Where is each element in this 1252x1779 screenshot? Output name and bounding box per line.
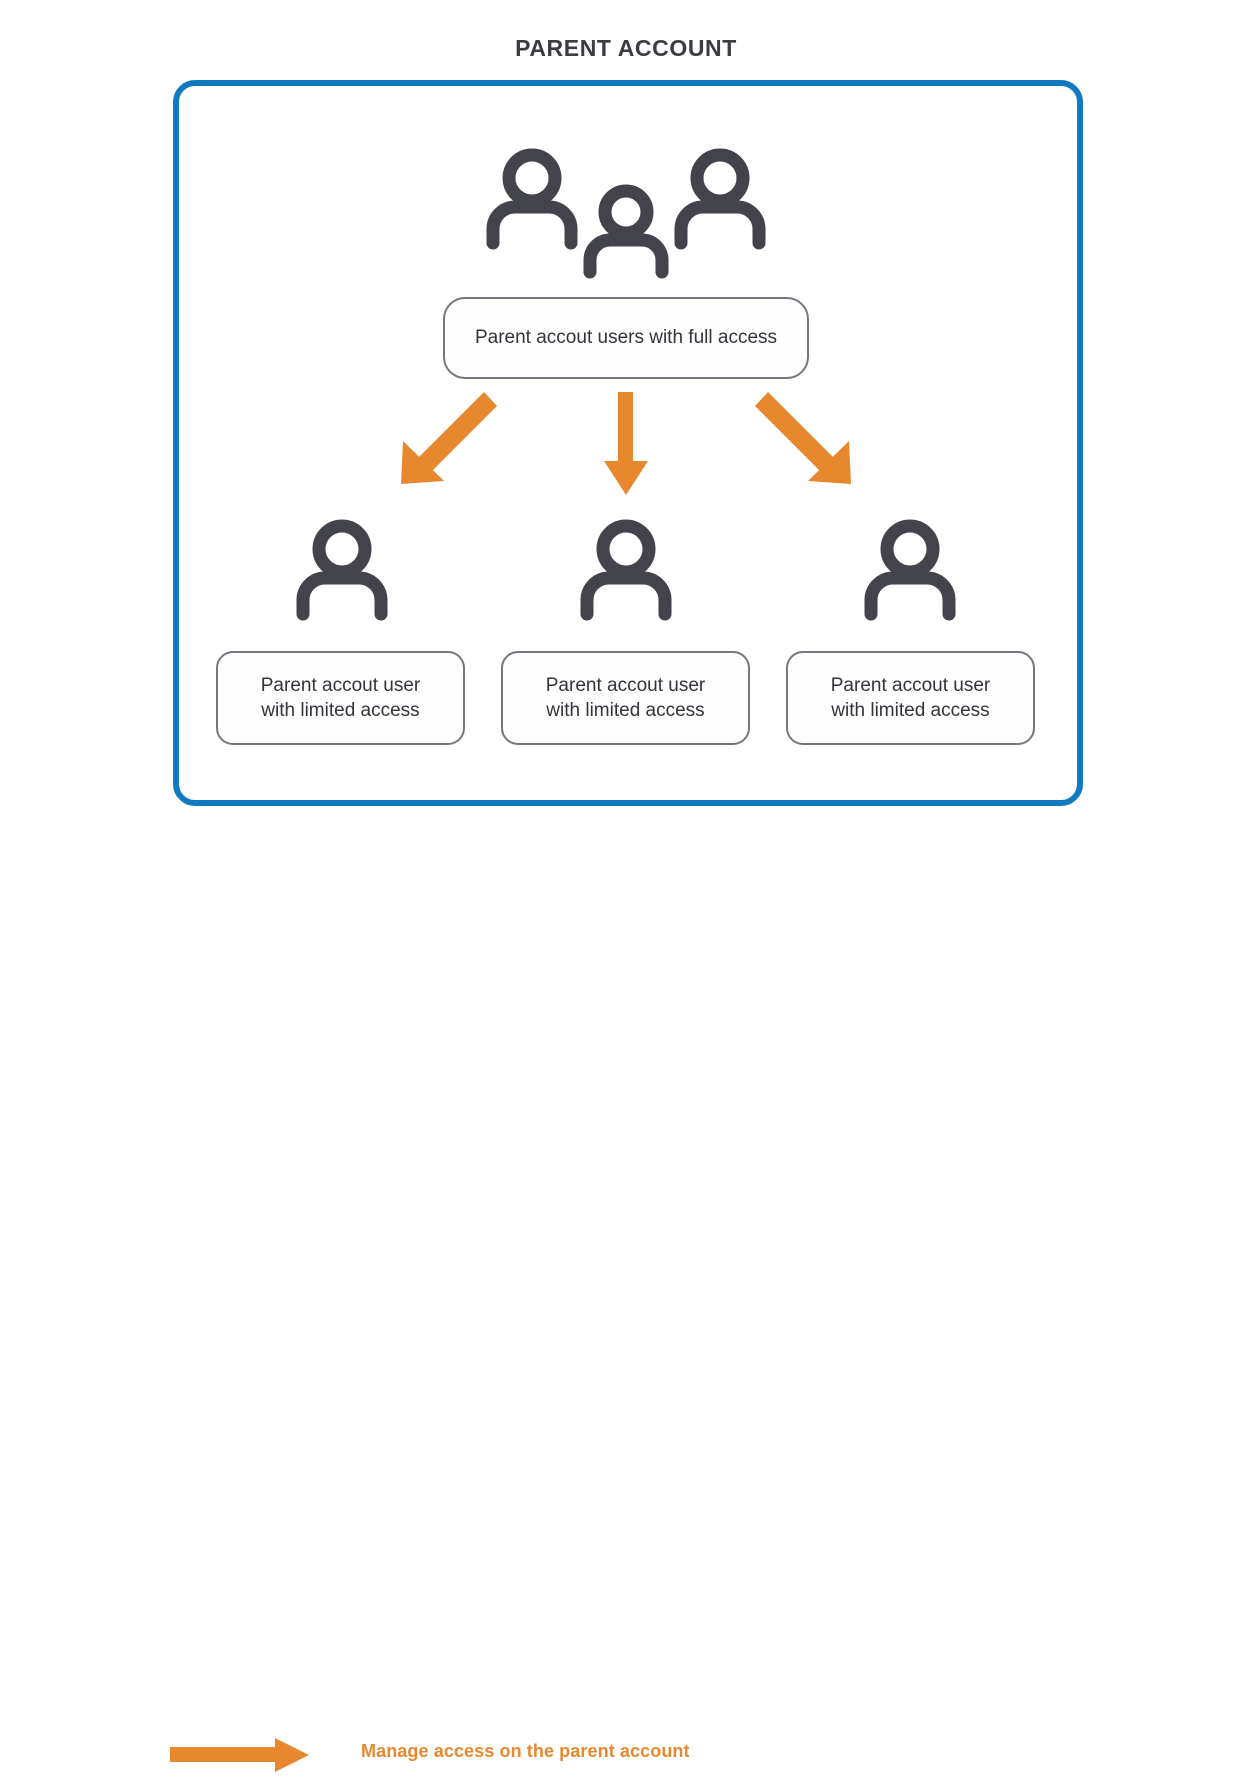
person-icon-child-2 <box>578 517 674 626</box>
legend-arrow-svg <box>170 1738 309 1772</box>
child-label-text-3: Parent accout user with limited access <box>831 673 990 724</box>
child-label-line1: Parent accout user <box>545 674 706 696</box>
person-icon-child-3 <box>862 517 958 626</box>
parent-full-access-label-box: Parent accout users with full access <box>443 297 809 379</box>
page-title: PARENT ACCOUNT <box>515 35 737 61</box>
child-label-line1: Parent accout user <box>260 674 421 696</box>
diagram-canvas: PARENT ACCOUNT Parent accout users with … <box>0 35 1252 1772</box>
child-label-box-3: Parent accout user with limited access <box>786 651 1035 745</box>
three-people-icon-svg <box>486 148 766 279</box>
person-icon-svg <box>864 519 956 621</box>
parent-full-access-label-text: Parent accout users with full access <box>474 327 778 349</box>
child-label-text-2: Parent accout user with limited access <box>546 673 705 724</box>
person-icon-svg <box>580 519 672 621</box>
legend-label: Manage access on the parent account <box>361 1741 690 1761</box>
child-label-box-1: Parent accout user with limited access <box>216 651 465 745</box>
child-label-box-2: Parent accout user with limited access <box>501 651 750 745</box>
child-label-line2: with limited access <box>831 700 990 721</box>
legend: Manage access on the parent account <box>0 862 1252 1772</box>
legend-arrow-icon <box>170 1736 315 1779</box>
person-icon-svg <box>296 519 388 621</box>
child-label-line2: with limited access <box>261 700 420 721</box>
child-label-text-1: Parent accout user with limited access <box>261 673 420 724</box>
three-people-icon <box>480 145 772 285</box>
child-label-line2: with limited access <box>546 700 705 721</box>
child-label-line1: Parent accout user <box>830 674 991 696</box>
person-icon-child-1 <box>294 517 390 626</box>
